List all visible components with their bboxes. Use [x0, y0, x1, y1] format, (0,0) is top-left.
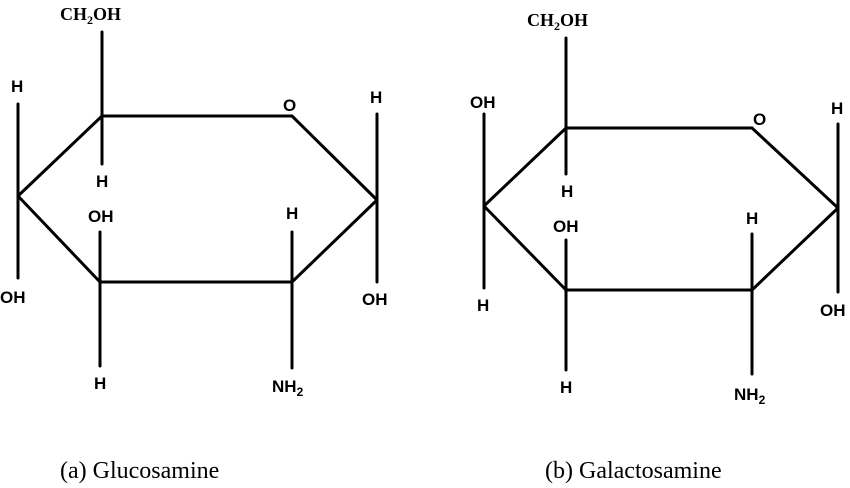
glucosamine-c1-oh-label: OH	[362, 290, 388, 309]
glucosamine-c4-oh-label: OH	[0, 288, 26, 307]
glucosamine-c4-h-label: H	[11, 77, 23, 96]
glucosamine-c5-h-label: H	[96, 172, 108, 191]
glucosamine-structure: CH2OH O H OH H NH2 OH H H OH H (a) Gluco…	[0, 4, 388, 484]
galactosamine-c2-h-label: H	[746, 209, 758, 228]
galactosamine-ring-oxygen-label: O	[753, 110, 766, 129]
glucosamine-c2-nh2-label: NH2	[272, 377, 304, 399]
glucosamine-ring	[16, 114, 379, 284]
galactosamine-c3-h-label: H	[560, 378, 572, 397]
galactosamine-c2-nh2-label: NH2	[734, 385, 766, 407]
glucosamine-ch2oh-label: CH2OH	[60, 4, 121, 27]
glucosamine-ring-oxygen-label: O	[283, 96, 296, 115]
glucosamine-c3-oh-label: OH	[88, 207, 114, 226]
galactosamine-ch2oh-label: CH2OH	[527, 10, 588, 33]
galactosamine-caption: (b) Galactosamine	[545, 458, 722, 484]
glucosamine-caption: (a) Glucosamine	[60, 458, 219, 484]
galactosamine-structure: CH2OH O H OH H NH2 OH H OH H H (b) Galac…	[470, 10, 846, 484]
galactosamine-c4-oh-label: OH	[470, 93, 496, 112]
glucosamine-c3-h-label: H	[94, 374, 106, 393]
galactosamine-c1-h-label: H	[831, 99, 843, 118]
galactosamine-c5-h-label: H	[561, 182, 573, 201]
glucosamine-c2-h-label: H	[286, 204, 298, 223]
galactosamine-c1-oh-label: OH	[820, 301, 846, 320]
glucosamine-c1-h-label: H	[370, 88, 382, 107]
galactosamine-ring	[482, 126, 840, 292]
galactosamine-c4-h-label: H	[477, 296, 489, 315]
galactosamine-c3-oh-label: OH	[553, 217, 579, 236]
